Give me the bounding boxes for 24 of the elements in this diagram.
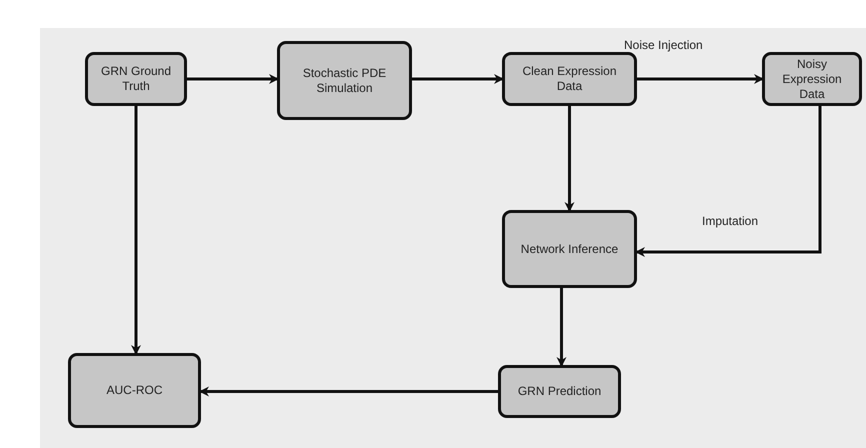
box-label: Noisy Expression Data bbox=[781, 56, 843, 102]
process-box bbox=[498, 365, 621, 418]
edge-label: Noise Injection bbox=[622, 38, 705, 52]
arrow bbox=[635, 106, 822, 257]
process-box bbox=[85, 52, 187, 106]
arrow bbox=[187, 74, 279, 84]
edge-label: Imputation bbox=[700, 214, 760, 228]
box-label: AUC-ROC bbox=[106, 383, 162, 398]
arrow bbox=[199, 386, 498, 396]
process-box bbox=[277, 41, 412, 120]
arrow bbox=[564, 106, 574, 212]
arrow bbox=[412, 74, 504, 84]
arrow bbox=[637, 74, 764, 84]
process-box bbox=[68, 353, 201, 428]
arrow bbox=[556, 288, 566, 367]
process-box bbox=[502, 210, 637, 288]
box-label: GRN Prediction bbox=[518, 384, 602, 399]
box-label: Stochastic PDE Simulation bbox=[302, 66, 388, 96]
process-box bbox=[762, 52, 862, 106]
process-box bbox=[502, 52, 637, 106]
arrow bbox=[131, 106, 141, 355]
box-label: Network Inference bbox=[520, 242, 618, 256]
box-label: GRN Ground Truth bbox=[100, 64, 172, 94]
box-label: Clean Expression Data bbox=[521, 64, 618, 94]
